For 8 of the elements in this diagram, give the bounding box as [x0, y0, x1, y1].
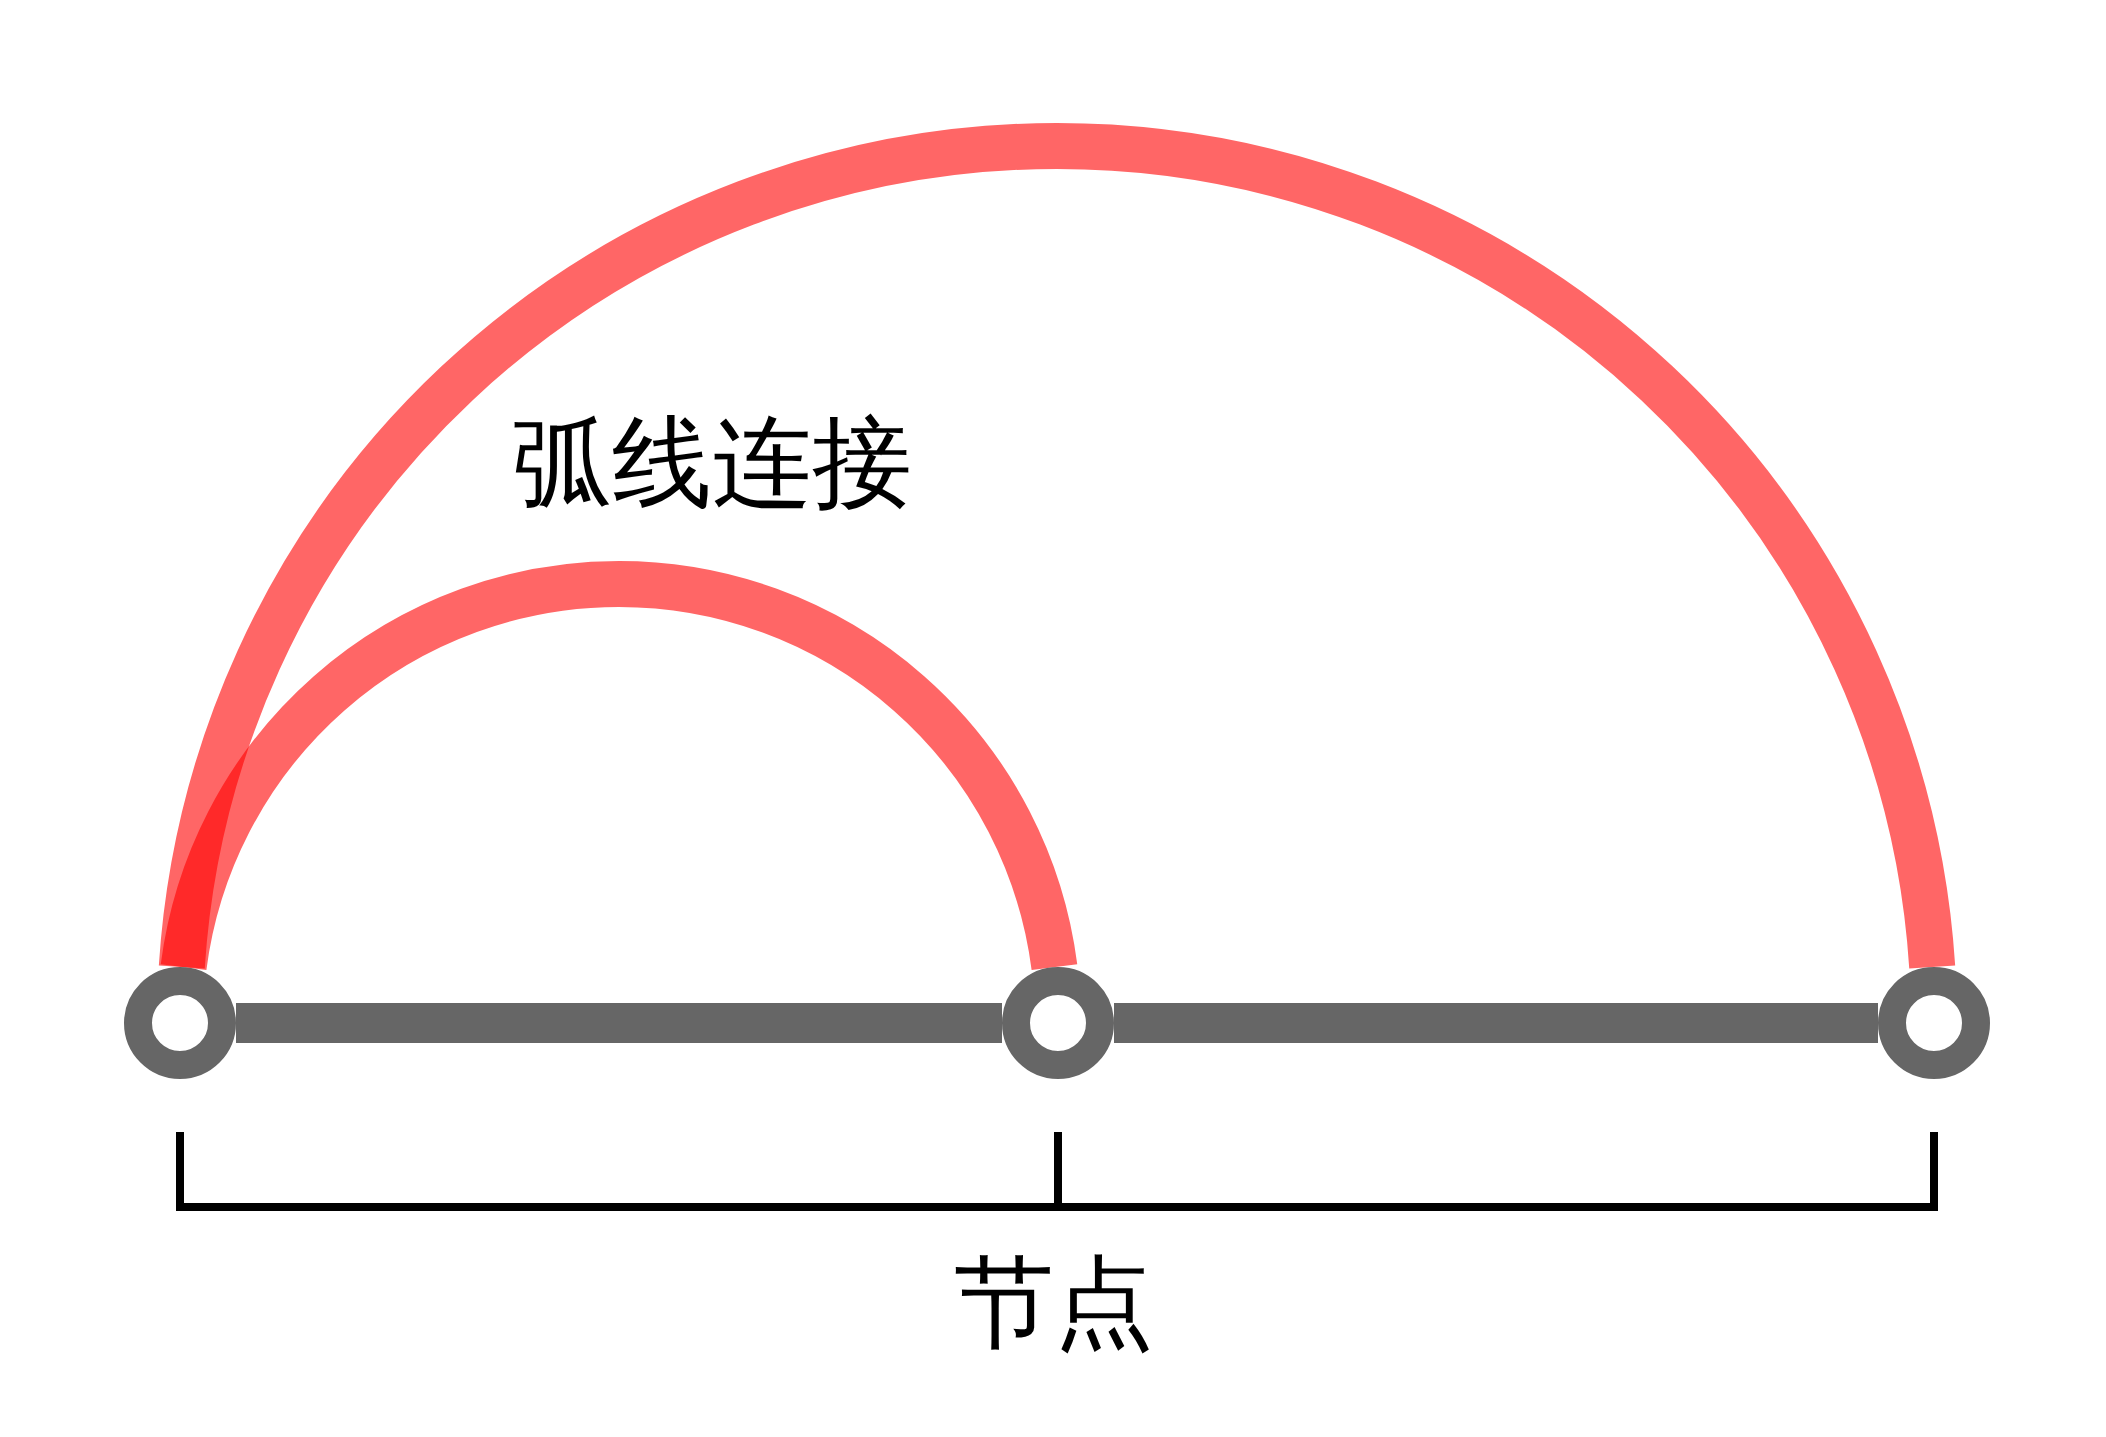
connector-line [1114, 1003, 1878, 1043]
axis-caption: 节点 [954, 1253, 1154, 1353]
arc-caption: 弧线连接 [512, 413, 912, 513]
node-circle [1878, 967, 1990, 1079]
connector-line [236, 1003, 1002, 1043]
node-circle [1002, 967, 1114, 1079]
arc-link [158, 123, 1956, 970]
node-circle [124, 967, 236, 1079]
